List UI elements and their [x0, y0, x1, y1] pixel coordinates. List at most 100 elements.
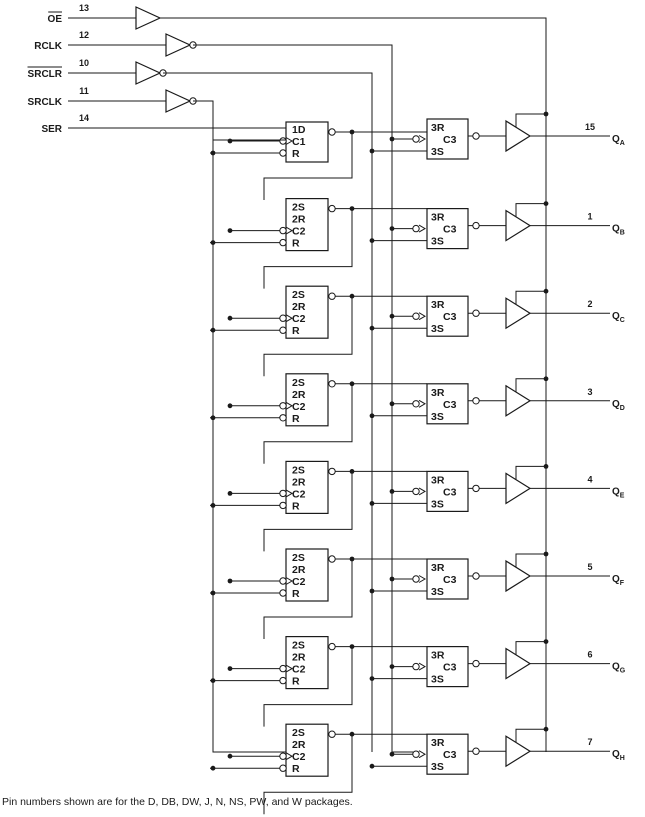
junction-dot — [543, 288, 549, 294]
output-qf: 5QF — [587, 562, 624, 587]
tristate-buffer — [505, 735, 532, 768]
storage-ff-box — [426, 118, 469, 160]
clock-triangle — [285, 752, 293, 761]
junction-dot — [210, 415, 216, 421]
oe-line — [160, 17, 547, 752]
shift-ff-pin-label: 2R — [292, 389, 306, 401]
inversion-bubble — [279, 226, 287, 235]
junction-dot — [210, 590, 216, 596]
pin-number: 7 — [587, 737, 592, 747]
shift-ff-pin-label: 2S — [292, 464, 305, 476]
srclk-line — [193, 100, 286, 753]
output-subscript: D — [620, 405, 625, 412]
output-label: QD — [612, 399, 625, 412]
storage-ff-pin-label: 3S — [431, 761, 444, 773]
junction-dot — [389, 226, 395, 232]
storage-ff-pin-label: 3S — [431, 586, 444, 598]
junction-dot — [210, 678, 216, 683]
junction-dot — [389, 576, 395, 582]
junction-dot — [227, 228, 233, 234]
shift-ff-pin-label: R — [292, 413, 300, 425]
pin-number: 15 — [585, 122, 595, 132]
inversion-bubble — [279, 414, 287, 422]
shift-ff-pin-label: 2R — [292, 301, 306, 313]
clock-triangle — [285, 226, 293, 235]
inversion-bubble — [279, 326, 287, 334]
input-srclk: SRCLK 11 — [28, 86, 197, 113]
storage-ff-pin-label: 3R — [431, 387, 445, 399]
storage-ff-pin-label: 3R — [431, 562, 445, 574]
inversion-bubble — [472, 221, 480, 230]
input-rclk: RCLK 12 — [34, 30, 197, 57]
inversion-bubble — [328, 555, 336, 563]
pin-number: 2 — [587, 299, 592, 309]
junction-dot — [210, 240, 216, 246]
output-buffer — [468, 551, 610, 593]
inversion-bubble — [472, 132, 480, 140]
input-label-rclk: RCLK — [34, 41, 63, 52]
pin-number: 11 — [79, 86, 89, 96]
junction-dot — [389, 313, 395, 319]
shift-ff-pin-label: R — [292, 238, 300, 250]
shift-ff-pin-label: C2 — [292, 488, 306, 500]
tristate-buffer — [505, 297, 532, 330]
inversion-bubble — [472, 572, 480, 580]
inversion-bubble — [472, 309, 480, 317]
output-subscript: F — [620, 580, 625, 587]
inversion-bubble — [279, 238, 287, 247]
pin-number: 12 — [79, 30, 89, 40]
shift-ff-pin-label: C2 — [292, 226, 306, 238]
output-subscript: E — [620, 492, 625, 499]
output-label: QA — [612, 134, 625, 147]
input-label-srclk: SRCLK — [28, 97, 63, 108]
clock-triangle — [285, 664, 293, 673]
tristate-buffer — [505, 119, 532, 153]
pin-number: 6 — [587, 650, 592, 660]
shift-ff-pin-label: 2S — [292, 202, 305, 214]
junction-dot — [369, 413, 375, 419]
oe-enable — [515, 113, 546, 127]
pin-number: 3 — [587, 387, 592, 397]
shift-ff-box — [285, 373, 329, 427]
shift-ff-pin-label: R — [292, 588, 300, 600]
junction-dot — [389, 664, 395, 669]
output-buffer — [468, 639, 610, 680]
junction-dot — [227, 491, 233, 496]
storage-ff-pin-label: C3 — [443, 662, 457, 674]
inversion-bubble — [412, 135, 420, 143]
inversion-bubble — [279, 664, 287, 673]
output-label: QE — [612, 486, 625, 499]
shift-ff-pin-label: R — [292, 676, 300, 688]
inversion-bubble — [412, 662, 420, 671]
junction-dot — [369, 148, 375, 154]
storage-ff-pin-label: 3R — [431, 122, 445, 134]
shift-ff-box — [285, 198, 329, 252]
clock-triangle — [418, 312, 426, 321]
storage-ff-pin-label: 3R — [431, 212, 445, 224]
junction-dot — [210, 765, 216, 771]
tristate-buffer — [505, 559, 532, 593]
input-label-srclr: SRCLR — [28, 69, 63, 80]
junction-dot — [210, 327, 216, 333]
output-subscript: A — [620, 140, 625, 147]
junction-dot — [389, 751, 395, 757]
storage-ff-pin-label: C3 — [443, 749, 457, 761]
shift-ff-pin-label: 2S — [292, 289, 305, 301]
oe-enable — [515, 290, 546, 305]
inversion-bubble — [412, 750, 420, 758]
tristate-buffer — [505, 209, 532, 242]
shift-ff-pin-label: R — [292, 148, 300, 160]
